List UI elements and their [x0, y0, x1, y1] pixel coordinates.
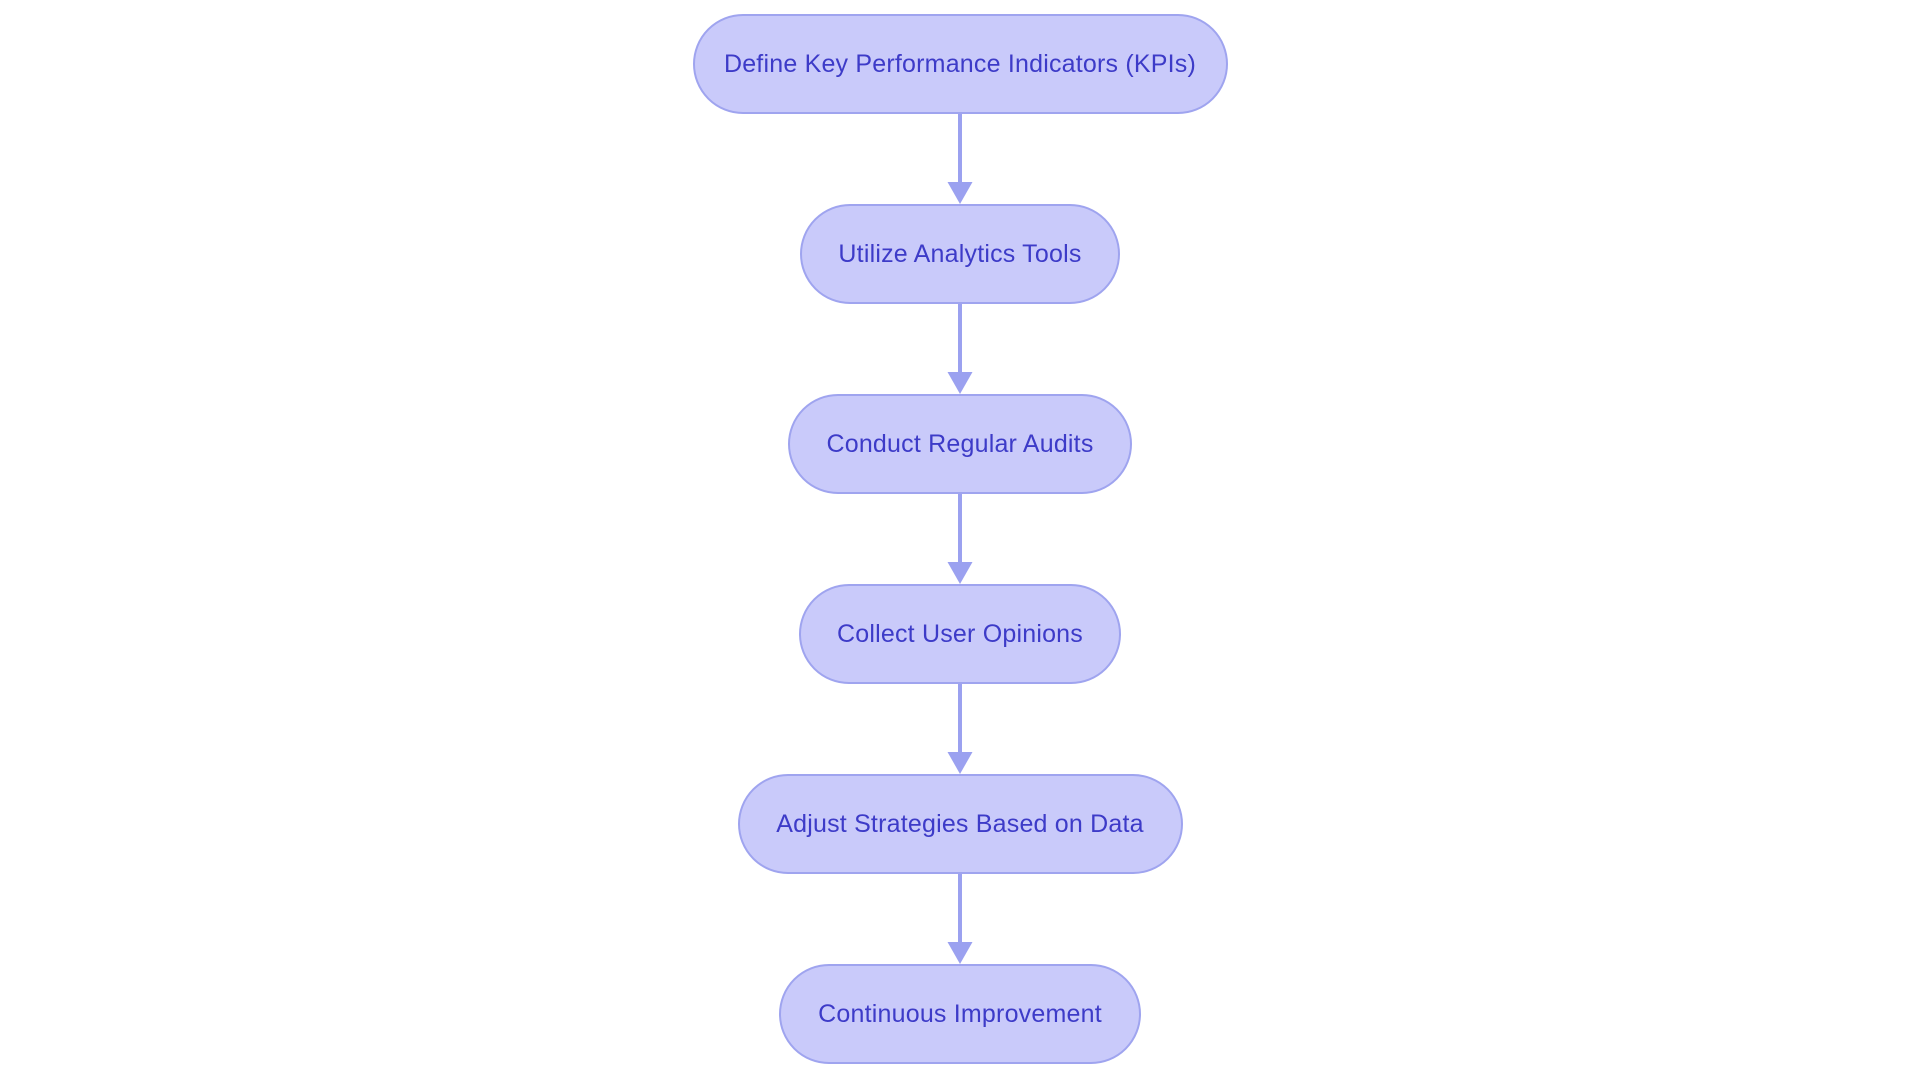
arrow-down-icon [947, 304, 973, 394]
connector-arrow-2 [946, 304, 974, 394]
flow-node-collect-user-opinions: Collect User Opinions [799, 584, 1121, 684]
flow-node-continuous-improvement: Continuous Improvement [779, 964, 1141, 1064]
connector-arrow-3 [946, 494, 974, 584]
flow-node-label: Collect User Opinions [837, 619, 1083, 648]
flow-node-label: Define Key Performance Indicators (KPIs) [723, 49, 1197, 78]
flow-node-define-kpis: Define Key Performance Indicators (KPIs) [692, 14, 1228, 114]
arrow-down-icon [947, 114, 973, 204]
flow-node-label: Adjust Strategies Based on Data [776, 809, 1144, 838]
flow-node-label: Conduct Regular Audits [826, 429, 1094, 458]
connector-arrow-4 [946, 684, 974, 774]
flow-node-label: Utilize Analytics Tools [838, 239, 1082, 268]
connector-arrow-5 [946, 874, 974, 964]
connector-arrow-1 [946, 114, 974, 204]
arrow-down-icon [947, 494, 973, 584]
flow-node-label: Continuous Improvement [818, 999, 1102, 1028]
flow-node-conduct-regular-audits: Conduct Regular Audits [788, 394, 1132, 494]
flow-node-adjust-strategies: Adjust Strategies Based on Data [737, 774, 1183, 874]
arrow-down-icon [947, 874, 973, 964]
arrow-down-icon [947, 684, 973, 774]
flow-node-utilize-analytics-tools: Utilize Analytics Tools [800, 204, 1120, 304]
